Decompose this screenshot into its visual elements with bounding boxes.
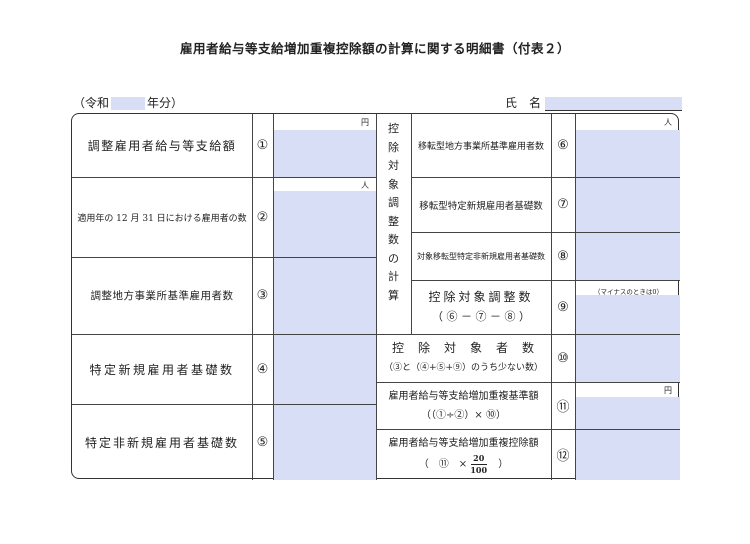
row8-label: 対象移転型特定非新規雇用者基礎数	[417, 251, 545, 261]
name-input[interactable]	[545, 96, 683, 111]
row10-num: ⑩	[557, 350, 569, 366]
input-10[interactable]	[576, 335, 680, 382]
row8-num: ⑧	[557, 248, 569, 264]
year-input[interactable]	[111, 97, 146, 110]
row4-num: ④	[256, 361, 269, 377]
row6-unit: 人	[664, 118, 672, 127]
row4-label: 特定新規雇用者基礎数	[89, 362, 235, 377]
input-7[interactable]	[576, 178, 680, 232]
row3-num: ③	[256, 288, 269, 303]
input-1[interactable]	[274, 130, 376, 177]
year-suffix: 年分）	[147, 96, 184, 110]
row7-label: 移転型特定新規雇用者基礎数	[419, 200, 543, 212]
row1-label: 調整雇用者給与等支給額	[87, 139, 237, 153]
row5-num: ⑤	[256, 434, 269, 450]
name-field-row: 氏 名	[505, 94, 683, 111]
input-4[interactable]	[274, 335, 376, 404]
name-label: 氏 名	[505, 96, 542, 110]
row9-unit: （マイナスのときは0）	[594, 288, 664, 296]
row11-num: ⑪	[556, 400, 570, 415]
fraction-20-100: 20 100	[470, 453, 488, 475]
row1-unit: 円	[361, 118, 369, 127]
row12-formula: （ ⑪ × 20 100 ）	[418, 453, 509, 475]
input-3[interactable]	[274, 258, 376, 334]
page-title: 雇用者給与等支給増加重複控除額の計算に関する明細書（付表２）	[179, 41, 570, 56]
vertical-label: 控 除 対 象 調 整 数 の 計 算	[388, 122, 399, 302]
calculation-form: 調整雇用者給与等支給額 適用年の 12 月 31 日における雇用者の数 調整地方…	[71, 113, 680, 480]
input-5[interactable]	[274, 405, 376, 480]
row9-num: ⑨	[557, 299, 569, 315]
row2-unit: 人	[361, 181, 369, 190]
row6-num: ⑥	[557, 138, 569, 153]
row6-label: 移転型地方事業所基準雇用者数	[417, 142, 544, 152]
input-12[interactable]	[576, 430, 680, 480]
row2-label: 適用年の 12 月 31 日における雇用者の数	[77, 213, 247, 224]
input-2[interactable]	[274, 191, 376, 257]
row12-num: ⑫	[556, 449, 570, 464]
year-field-row: （令和 年分）	[73, 94, 183, 111]
row2-num: ②	[256, 209, 269, 225]
input-8[interactable]	[576, 233, 680, 280]
row10-label: 控 除 対 象 者 数 （③と（④+⑤+⑨）のうち少ない数）	[383, 341, 544, 373]
input-6[interactable]	[576, 130, 680, 177]
input-11[interactable]	[576, 397, 680, 429]
row7-num: ⑦	[557, 197, 569, 212]
row11-unit: 円	[664, 386, 672, 395]
row5-label: 特定非新規雇用者基礎数	[84, 435, 239, 450]
row11-label: 雇用者給与等支給増加重複基準額 （（①÷②）× ⑩）	[388, 390, 539, 421]
row3-label: 調整地方事業所基準雇用者数	[90, 290, 234, 302]
row1-num: ①	[256, 138, 269, 153]
row12-label: 雇用者給与等支給増加重複控除額 （ ⑪ × 20 100 ）	[388, 438, 539, 475]
row9-label: 控除対象調整数 （ ⑥ － ⑦ － ⑧ ）	[428, 290, 534, 323]
input-9[interactable]	[576, 295, 680, 334]
year-prefix: （令和	[73, 96, 110, 110]
